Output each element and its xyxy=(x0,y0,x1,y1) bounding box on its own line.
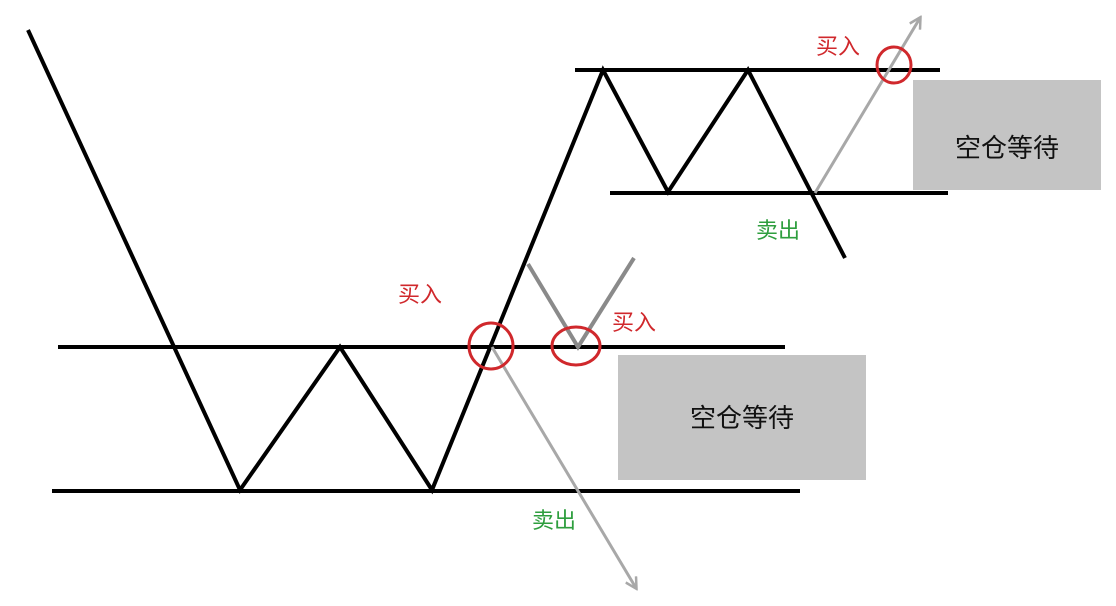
buy-point-circle-2 xyxy=(550,325,602,367)
buy-point-circle-3 xyxy=(875,45,913,85)
wait-text-lower: 空仓等待 xyxy=(690,404,794,434)
buy-label-1: 买入 xyxy=(398,283,442,308)
price-path xyxy=(26,29,847,495)
wait-box-lower xyxy=(618,355,866,480)
wait-box-upper xyxy=(913,80,1101,190)
breakdown-arrow xyxy=(490,346,636,588)
pullback-v-line xyxy=(526,256,636,351)
buy-label-3: 买入 xyxy=(816,35,860,60)
breakout-arrow xyxy=(813,18,920,194)
sell-label-1: 卖出 xyxy=(532,509,576,534)
buy-point-circle-1 xyxy=(467,321,515,371)
wait-text-upper: 空仓等待 xyxy=(955,134,1059,164)
buy-label-2: 买入 xyxy=(612,311,656,336)
sell-label-2: 卖出 xyxy=(756,219,800,244)
